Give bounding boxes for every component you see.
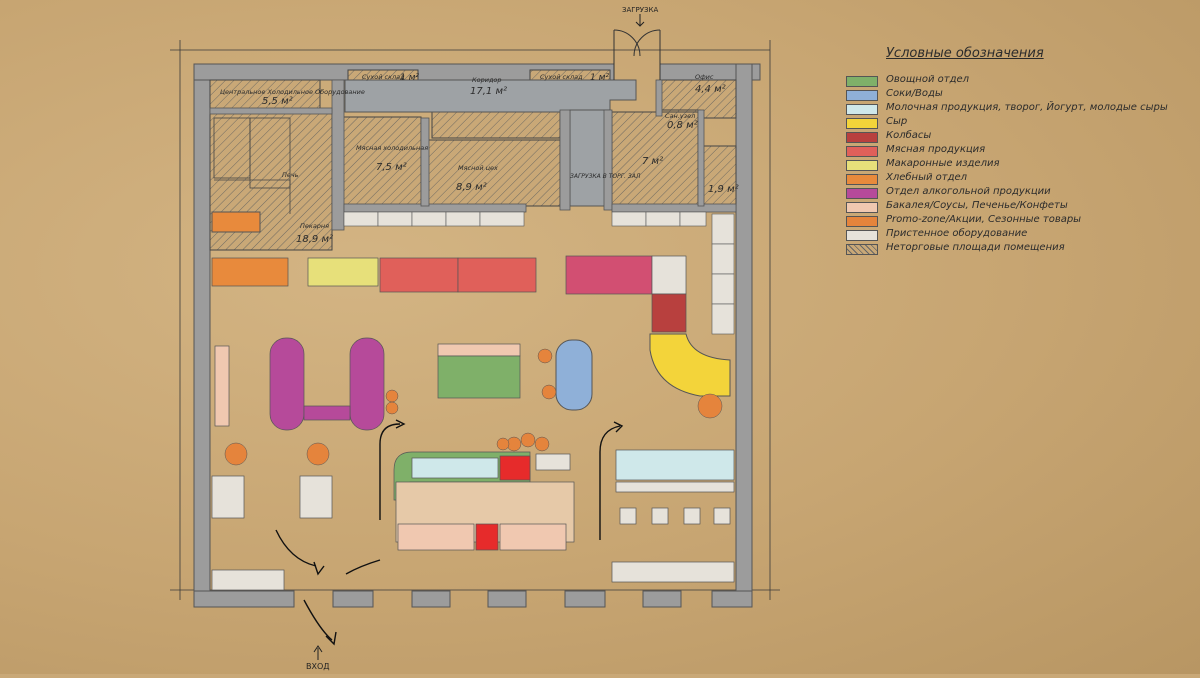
storage-shelf bbox=[431, 109, 561, 139]
legend-item: Бакалея/Соусы, Печенье/Конфеты bbox=[846, 200, 1196, 213]
legend-swatch bbox=[846, 90, 878, 101]
outer-walls bbox=[193, 63, 761, 608]
legend-swatch bbox=[846, 230, 878, 241]
loading-door bbox=[613, 29, 661, 80]
room-cold bbox=[209, 79, 321, 111]
legend-label: Promo-zone/Акции, Сезонные товары bbox=[886, 214, 1082, 225]
room-wc-area: 0,8 м² bbox=[667, 120, 698, 131]
room-meat-cold bbox=[342, 116, 422, 206]
entrance-arrow bbox=[313, 645, 323, 660]
legend-label: Пристенное оборудование bbox=[886, 228, 1028, 239]
legend-label: Отдел алкогольной продукции bbox=[886, 186, 1051, 197]
checkouts bbox=[211, 475, 735, 591]
room-bakery-name: Пекарня bbox=[300, 222, 329, 230]
room-dry2-name: Сухой склад bbox=[540, 73, 583, 81]
legend-swatch bbox=[846, 244, 878, 255]
room-meat-shop-area: 8,9 м² bbox=[456, 182, 487, 193]
room-7 bbox=[611, 111, 699, 207]
legend-label: Неторговые площади помещения bbox=[886, 242, 1065, 253]
legend-label: Бакалея/Соусы, Печенье/Конфеты bbox=[886, 200, 1068, 211]
legend-item: Отдел алкогольной продукции bbox=[846, 186, 1196, 199]
legend-swatch bbox=[846, 146, 878, 157]
legend-item: Колбасы bbox=[846, 130, 1196, 143]
room-dry2-area: 1 м² bbox=[590, 73, 609, 83]
legend-swatch bbox=[846, 132, 878, 143]
legend-label: Макаронные изделия bbox=[886, 158, 1000, 169]
legend-item: Promo-zone/Акции, Сезонные товары bbox=[846, 214, 1196, 227]
legend-label: Мясная продукция bbox=[886, 144, 986, 155]
room-cold-area: 5,5 м² bbox=[262, 96, 293, 107]
room-dry1-name: Сухой склад bbox=[362, 73, 405, 81]
room-7-area: 7 м² bbox=[642, 156, 663, 167]
dairy-fridges bbox=[615, 449, 735, 493]
legend-swatch bbox=[846, 160, 878, 171]
bottom-entrance-label: ВХОД bbox=[306, 662, 330, 671]
room-dry1-area: 1 м² bbox=[400, 73, 419, 83]
legend-item: Молочная продукция, творог, Йогурт, моло… bbox=[846, 102, 1196, 115]
legend-swatch bbox=[846, 188, 878, 199]
room-meat-shop-name: Мясной цех bbox=[458, 164, 498, 172]
legend-swatch bbox=[846, 174, 878, 185]
legend-item: Пристенное оборудование bbox=[846, 228, 1196, 241]
room-meat-cold-name: Мясная холодильная bbox=[356, 144, 428, 152]
legend-swatch bbox=[846, 216, 878, 227]
fixtures-row bbox=[211, 255, 687, 333]
legend-swatch bbox=[846, 76, 878, 87]
wall-shelving-right bbox=[711, 213, 735, 335]
room-office-area: 4,4 м² bbox=[695, 84, 726, 95]
top-entrance-arrow bbox=[635, 14, 645, 27]
legend-label: Колбасы bbox=[886, 130, 932, 141]
alcohol-gondolas bbox=[214, 337, 385, 431]
customer-flow-arrows bbox=[275, 419, 624, 646]
bakery-counter bbox=[211, 211, 261, 233]
corridor-stub bbox=[569, 109, 611, 207]
room-bakery-area: 18,9 м² bbox=[296, 234, 333, 245]
legend-item: Соки/Воды bbox=[846, 88, 1196, 101]
legend-item: Хлебный отдел bbox=[846, 172, 1196, 185]
loading-door-label: ЗАГРУЗКА В ТОРГ. ЗАЛ bbox=[570, 173, 641, 180]
juice-gondola bbox=[555, 339, 593, 411]
legend-label: Овощной отдел bbox=[886, 74, 970, 85]
legend-item: Макаронные изделия bbox=[846, 158, 1196, 171]
cheese-counter bbox=[649, 333, 731, 397]
deli-counter bbox=[393, 451, 575, 551]
room-wc-name: Сан.узел bbox=[665, 112, 695, 120]
legend-item: Мясная продукция bbox=[846, 144, 1196, 157]
inner-walls bbox=[209, 79, 737, 231]
bakery-partitions bbox=[213, 117, 291, 214]
legend-title: Условные обозначения bbox=[886, 46, 1044, 61]
vegetable-island bbox=[437, 343, 521, 399]
legend-swatch bbox=[846, 202, 878, 213]
legend-label: Хлебный отдел bbox=[886, 172, 968, 183]
legend-item: Овощной отдел bbox=[846, 74, 1196, 87]
room-cold-name: Центральное Холодильное Оборудование bbox=[220, 88, 365, 96]
legend-label: Сыр bbox=[886, 116, 908, 127]
room-19-area: 1,9 м² bbox=[708, 184, 739, 195]
legend-label: Молочная продукция, творог, Йогурт, моло… bbox=[886, 102, 1168, 113]
legend-swatch bbox=[846, 118, 878, 129]
corridor-name: Коридор bbox=[472, 76, 502, 84]
room-office-name: Офис bbox=[695, 73, 714, 81]
room-meat-shop bbox=[427, 139, 561, 207]
corridor-area: 17,1 м² bbox=[470, 86, 507, 97]
legend-item: Сыр bbox=[846, 116, 1196, 129]
promo-points bbox=[224, 348, 723, 466]
legend-swatch bbox=[846, 104, 878, 115]
wall-shelving-top bbox=[343, 211, 707, 227]
room-meat-cold-area: 7,5 м² bbox=[376, 162, 407, 173]
non-trading-areas bbox=[209, 69, 737, 251]
room-19 bbox=[699, 145, 737, 207]
legend-label: Соки/Воды bbox=[886, 88, 943, 99]
top-entrance-label: ЗАГРУЗКА bbox=[622, 6, 658, 14]
legend-item: Неторговые площади помещения bbox=[846, 242, 1196, 255]
